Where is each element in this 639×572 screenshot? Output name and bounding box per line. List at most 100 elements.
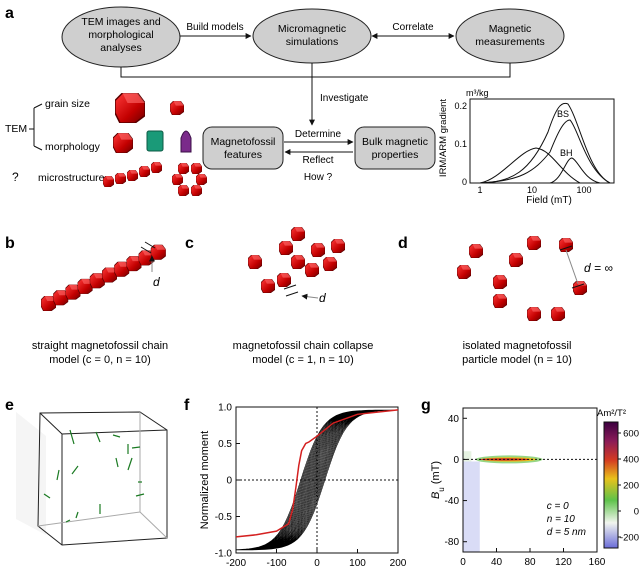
flow-node-tem: TEM images and morphological analyses	[61, 6, 181, 68]
collapsed-particle	[291, 255, 305, 269]
straight-chain-model	[41, 244, 166, 311]
inset-bh-label: BH	[560, 148, 573, 158]
model-d-line2: particle model (n = 10)	[462, 354, 572, 366]
micro-node-line1: Micromagnetic	[278, 23, 346, 35]
model-b-line2: model (c = 0, n = 10)	[49, 354, 151, 366]
forc-annotation: c = 0	[547, 501, 569, 512]
isolated-particle-model	[457, 236, 587, 321]
dipole	[65, 519, 71, 523]
isolated-particle	[509, 253, 523, 267]
x-tick-label: 40	[491, 557, 503, 568]
inset-xlabel: Field (mT)	[526, 195, 572, 206]
f-ylabel: Normalized moment	[199, 431, 211, 529]
collapsed-particle	[331, 239, 345, 253]
features-line2: features	[224, 149, 262, 161]
collapse-d-label: d	[319, 291, 326, 305]
inset-bs-label: BS	[557, 109, 569, 119]
micro-node-line2: simulations	[286, 36, 339, 48]
inset-ytick-2: 0.2	[454, 101, 467, 111]
elongated-grain-illustration	[180, 130, 192, 153]
tem-node-line3: analyses	[100, 42, 141, 54]
panel-letter-g: g	[421, 397, 431, 414]
y-tick-label: -80	[445, 537, 460, 548]
dipole	[112, 434, 121, 438]
tem-microstructure: microstructure	[38, 172, 105, 184]
x-tick-label: 200	[390, 558, 407, 569]
chain-d-label: d	[153, 275, 160, 289]
y-tick-label: 0.5	[218, 439, 232, 450]
x-tick-label: 80	[524, 557, 536, 568]
panel-letter-c: c	[185, 235, 194, 252]
dipole	[69, 429, 75, 445]
isolated-particle	[551, 307, 565, 321]
colorbar-tick-label: 200	[623, 481, 639, 492]
panel-letter-b: b	[5, 235, 15, 252]
inset-ytick-0: 0	[462, 177, 467, 187]
flow-node-micromagnetic: Micromagnetic simulations	[252, 8, 372, 64]
bulk-line2: properties	[372, 149, 419, 161]
inset-ytick-1: 0.1	[454, 139, 467, 149]
negative-region	[463, 461, 480, 552]
panel-letter-d: d	[398, 235, 408, 252]
inset-xtick-0: 1	[477, 185, 482, 195]
x-tick-label: 100	[349, 558, 366, 569]
isolated-particle	[527, 236, 541, 250]
isolated-particle	[573, 281, 587, 295]
meas-node-line1: Magnetic	[489, 23, 532, 35]
g-ylabel: Bu (mT)	[430, 461, 446, 499]
major-loop-curve	[235, 409, 399, 538]
colorbar-tick-label: 600	[623, 429, 639, 440]
isolated-d-label: d = ∞	[584, 261, 613, 275]
y-tick-label: 1.0	[218, 403, 232, 414]
dipole	[56, 469, 60, 481]
y-tick-label: 0	[226, 476, 232, 487]
edge-correlate-label: Correlate	[392, 22, 434, 33]
near-origin-region	[463, 451, 472, 462]
isolated-particle	[469, 244, 483, 258]
microstructure-ring	[172, 163, 207, 196]
dipole	[131, 446, 141, 449]
tem-tree-brace	[29, 103, 43, 151]
collapsed-particle	[248, 255, 262, 269]
dipole	[115, 457, 119, 468]
dipole	[43, 493, 51, 499]
collapse-d-marker: d	[283, 284, 326, 305]
colorbar	[603, 421, 619, 549]
tem-node-line2: morphological	[88, 29, 153, 41]
collapsed-chain-model	[248, 227, 345, 293]
collapsed-particle	[277, 273, 291, 287]
random-dipole-cube	[16, 411, 168, 546]
inset-frame	[469, 98, 615, 184]
prismatic-grain-illustration	[146, 130, 164, 152]
dipole	[95, 431, 101, 443]
x-tick-label: -200	[226, 558, 246, 569]
colorbar-tick-label: -200	[620, 533, 639, 544]
x-tick-label: 0	[460, 557, 466, 568]
collapsed-particle	[291, 227, 305, 241]
dipole	[71, 465, 79, 475]
edge-build-label: Build models	[186, 22, 243, 33]
isolated-particle	[493, 275, 507, 289]
inset-xtick-1: 10	[527, 185, 537, 195]
isolated-particle	[527, 307, 541, 321]
x-tick-label: 120	[555, 557, 572, 568]
inset-xtick-2: 100	[576, 185, 591, 195]
edge-determine-label: Determine	[295, 129, 342, 140]
isolated-d-marker: d = ∞	[559, 245, 613, 289]
flow-node-bulk: Bulk magnetic properties	[354, 126, 436, 170]
dipole	[75, 511, 79, 519]
inset-unit: m³/kg	[466, 88, 489, 98]
tem-node-line1: TEM images and	[81, 16, 161, 28]
forc-annotation: d = 5 nm	[547, 527, 586, 538]
chain-d-marker: d	[140, 241, 160, 289]
irm-arm-inset-chart: m³/kg IRM/ARM gradient Field (mT) 0 0.1 …	[438, 88, 615, 206]
bracket-line	[120, 63, 511, 78]
isolated-particle	[457, 265, 471, 279]
small-grain-illustration	[170, 101, 184, 115]
edge-reflect-label: Reflect	[302, 155, 333, 166]
isolated-particle	[493, 294, 507, 308]
tem-question-mark: ?	[12, 170, 19, 184]
